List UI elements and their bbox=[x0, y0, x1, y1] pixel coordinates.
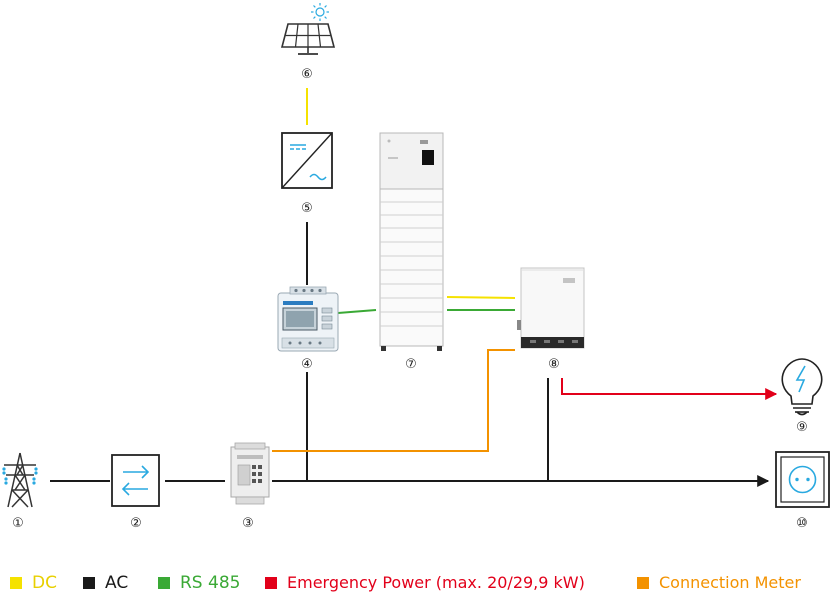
connection-meter-line bbox=[272, 349, 515, 452]
battery-stack-icon bbox=[379, 132, 444, 351]
sun-icon bbox=[311, 3, 329, 21]
legend-label-dc: DC bbox=[32, 573, 57, 593]
component-number-7: ⑦ bbox=[405, 357, 417, 372]
transmission-tower-icon bbox=[4, 452, 36, 508]
bidirectional-arrows-icon bbox=[111, 454, 160, 507]
legend-item-connection-meter: Connection Meter bbox=[637, 573, 801, 592]
emergency-power-line bbox=[561, 378, 778, 400]
energy-meter-icon bbox=[277, 286, 339, 352]
dc-line-battery-inverter bbox=[446, 296, 516, 299]
component-number-9: ⑨ bbox=[796, 420, 808, 435]
component-number-1: ① bbox=[12, 516, 24, 531]
power-socket-icon bbox=[775, 451, 830, 508]
light-bulb-icon bbox=[781, 358, 823, 416]
component-number-8: ⑧ bbox=[548, 357, 560, 372]
legend-swatch-dc bbox=[10, 577, 22, 589]
rs485-line-meter-battery bbox=[337, 309, 377, 314]
solar-panel-icon bbox=[280, 3, 336, 55]
legend-swatch-ac bbox=[83, 577, 95, 589]
legend-item-emergency-power: Emergency Power (max. 20/29,9 kW) bbox=[265, 573, 585, 592]
legend-label-ac: AC bbox=[105, 573, 129, 593]
component-number-6: ⑥ bbox=[301, 67, 313, 82]
component-number-2: ② bbox=[130, 516, 142, 531]
component-number-10: ⑩ bbox=[796, 516, 808, 531]
legend-label-rs485: RS 485 bbox=[180, 573, 241, 593]
legend-item-dc: DC bbox=[10, 573, 57, 593]
legend-item-ac: AC bbox=[83, 573, 128, 593]
dc-ac-inverter-icon bbox=[281, 132, 333, 189]
legend-swatch-rs485 bbox=[158, 577, 170, 589]
connection-lines bbox=[50, 88, 778, 487]
legend-swatch-connection-meter bbox=[637, 576, 649, 589]
legend-label-emergency-power: Emergency Power (max. 20/29,9 kW) bbox=[287, 573, 585, 592]
legend-label-connection-meter: Connection Meter bbox=[659, 573, 801, 592]
legend-swatch-emergency-power bbox=[265, 576, 277, 589]
legend: DC AC RS 485 Emergency Power (max. 20/29… bbox=[0, 568, 833, 598]
component-number-3: ③ bbox=[242, 516, 254, 531]
insulator-dots bbox=[2, 467, 38, 485]
legend-item-rs485: RS 485 bbox=[158, 573, 240, 593]
din-rail-meter-icon bbox=[230, 442, 270, 505]
component-number-5: ⑤ bbox=[301, 201, 313, 216]
component-number-4: ④ bbox=[301, 357, 313, 372]
system-diagram: ⑥ ⑤ ④ bbox=[2, 3, 830, 531]
inverter-unit-icon bbox=[517, 267, 585, 349]
